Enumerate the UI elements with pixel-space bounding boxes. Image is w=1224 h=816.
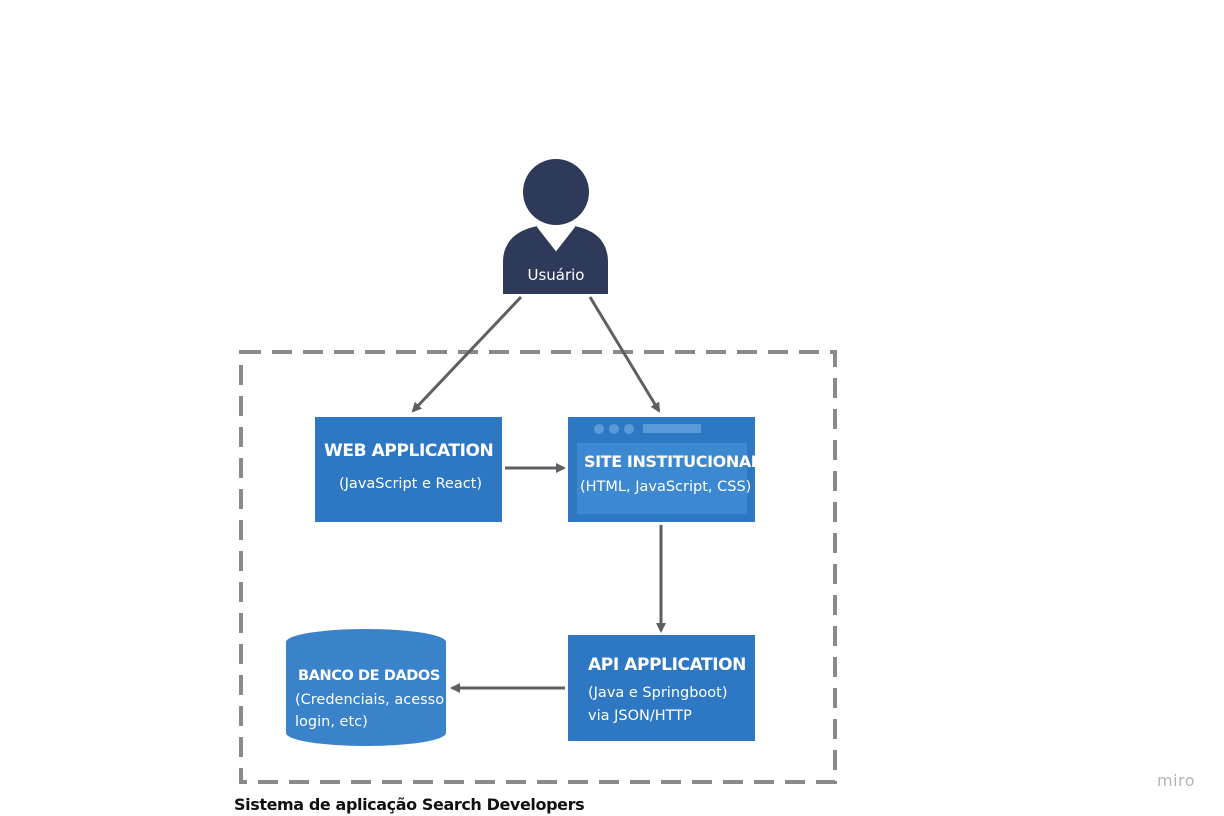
api-application-title: API APPLICATION: [588, 655, 747, 675]
site-institucional-box[interactable]: SITE INSTITUCIONAL (HTML, JavaScript, CS…: [568, 417, 761, 522]
system-boundary: [239, 350, 837, 784]
api-application-subtitle-line2: via JSON/HTTP: [588, 708, 692, 724]
miro-watermark: miro: [1157, 771, 1196, 790]
browser-dot-icon: [594, 424, 604, 434]
web-application-box[interactable]: WEB APPLICATION (JavaScript e React): [315, 417, 502, 522]
browser-dot-icon: [609, 424, 619, 434]
web-application-title: WEB APPLICATION: [324, 441, 494, 461]
api-application-subtitle-line1: (Java e Springboot): [588, 685, 728, 701]
banco-de-dados-title: BANCO DE DADOS: [298, 668, 440, 684]
banco-de-dados-subtitle-line1: (Credenciais, acesso: [295, 692, 445, 708]
user-person-icon: [503, 159, 608, 294]
arrow-user-to-site: [588, 296, 661, 413]
site-institucional-subtitle: (HTML, JavaScript, CSS): [580, 479, 752, 495]
browser-dot-icon: [624, 424, 634, 434]
banco-de-dados-subtitle-line2: login, etc): [295, 714, 368, 730]
user-label: Usuário: [527, 266, 585, 284]
browser-address-bar: [643, 424, 701, 433]
arrow-user-to-web: [411, 295, 523, 413]
database-cylinder-icon: [286, 629, 446, 746]
browser-window-body: [577, 443, 747, 514]
system-boundary-caption: Sistema de aplicação Search Developers: [234, 795, 585, 814]
api-application-box[interactable]: API APPLICATION (Java e Springboot) via …: [568, 635, 755, 741]
site-institucional-title: SITE INSTITUCIONAL: [584, 452, 761, 471]
web-application-subtitle: (JavaScript e React): [339, 476, 483, 492]
